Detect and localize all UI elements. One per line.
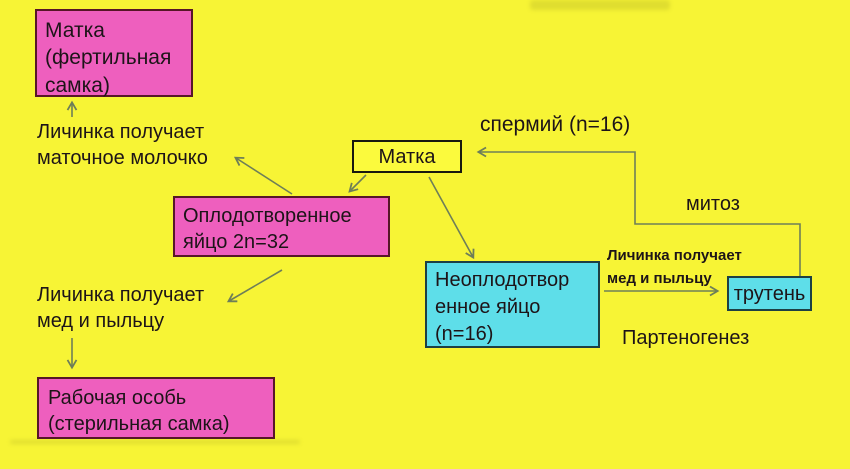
arrow-fertilizedegg-to-honeyleft xyxy=(226,269,283,303)
arrow-queen-to-fertilizedegg xyxy=(348,174,367,193)
label-sperm: спермий (n=16) xyxy=(480,113,631,136)
node-drone: трутень xyxy=(727,276,812,311)
label-honey-left: Личинка получает мед и пыльцу xyxy=(37,284,205,333)
label-parthenogenesis: Партеногенез xyxy=(622,327,750,349)
arrow-queen-to-unfertilizedegg xyxy=(428,176,475,260)
node-queen-fertile: Матка (фертильная самка) xyxy=(35,9,193,97)
label-royal-jelly: Личинка получает маточное молочко xyxy=(37,121,208,170)
node-fertilized-egg: Оплодотворенное яйцо 2n=32 xyxy=(173,196,390,257)
label-honey-right: Личинка получает мед и пыльцу xyxy=(607,247,742,287)
arrow-fertilizedegg-to-royaljelly xyxy=(233,156,293,195)
label-mitosis: митоз xyxy=(686,193,740,215)
node-unfertilized-egg: Неоплодотвор енное яйцо (n=16) xyxy=(425,261,600,348)
node-queen: Матка xyxy=(352,140,462,173)
cropped-text-artifact-bottom xyxy=(10,440,300,444)
cropped-text-artifact-top xyxy=(530,0,670,10)
node-worker: Рабочая особь (стерильная самка) xyxy=(37,377,275,439)
